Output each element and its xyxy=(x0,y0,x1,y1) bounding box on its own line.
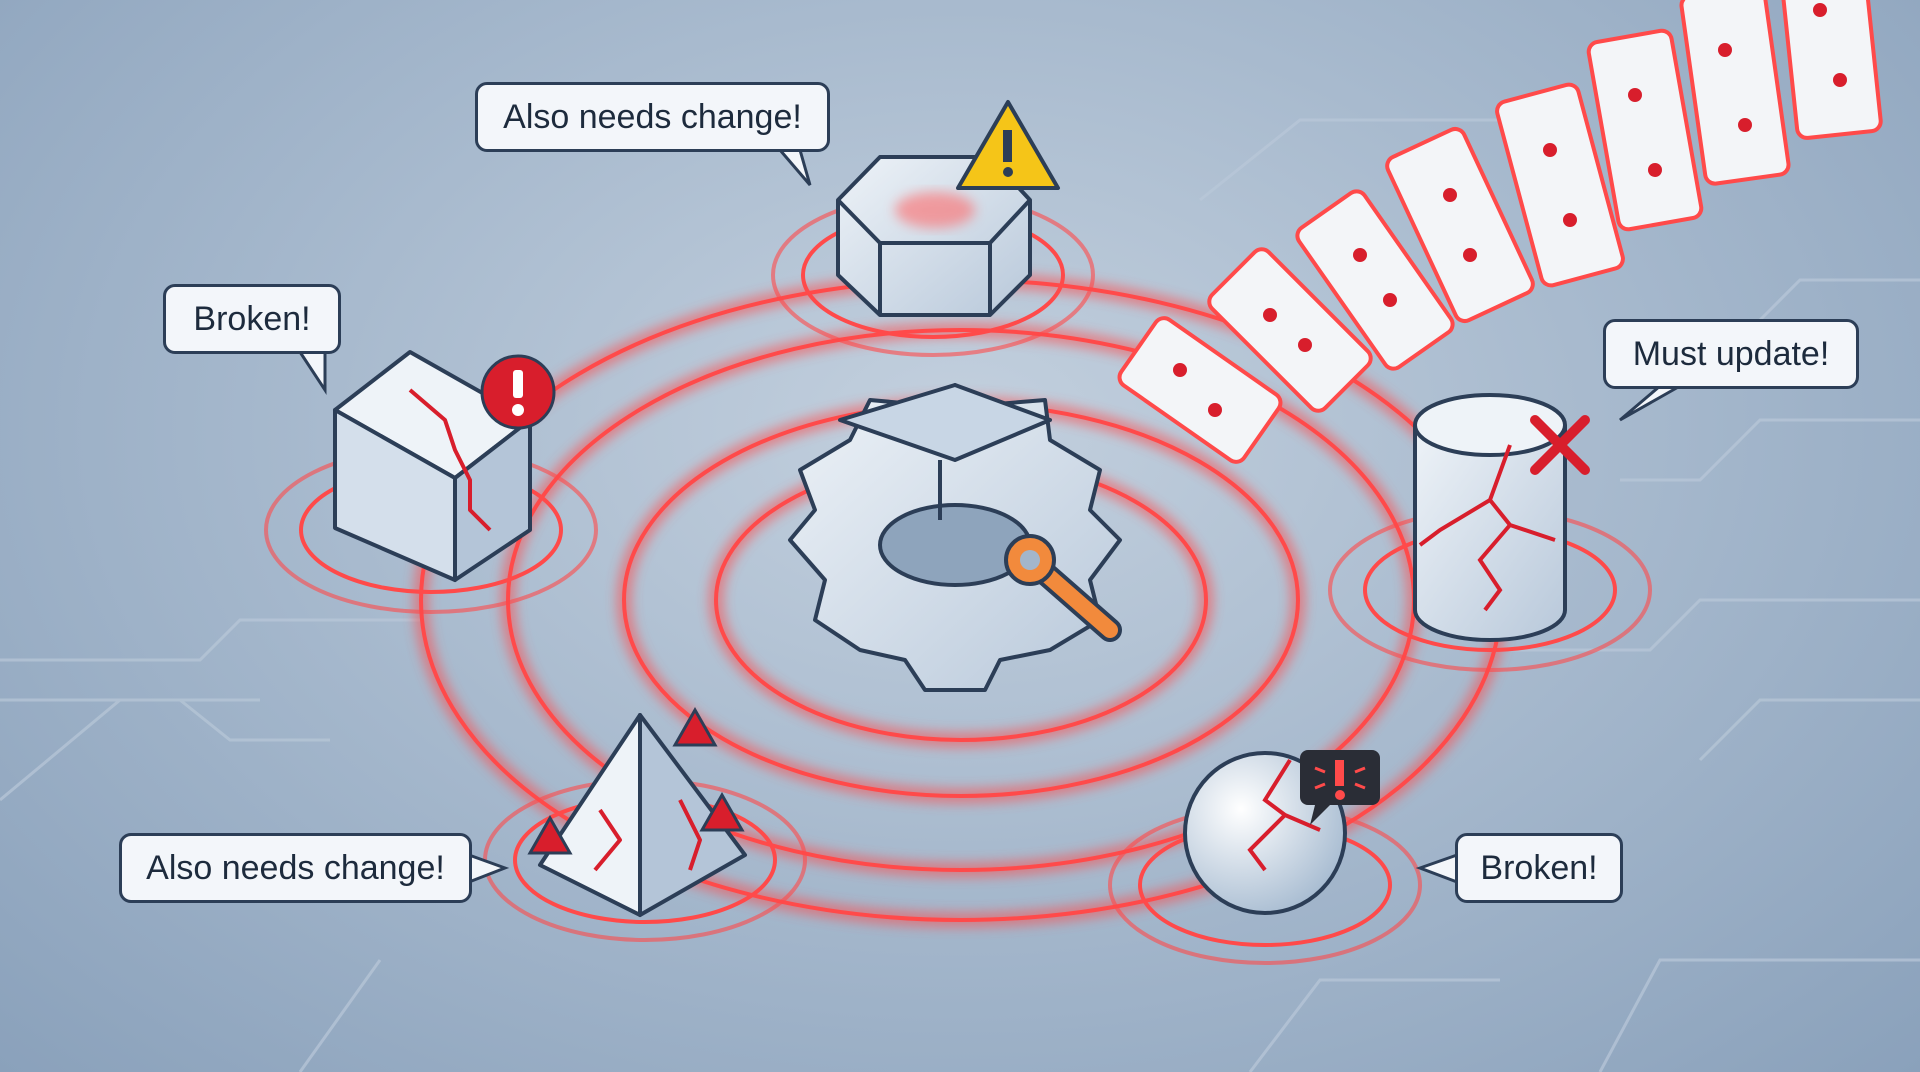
warning-icon xyxy=(956,100,1060,190)
bubble-text: Also needs change! xyxy=(146,848,445,887)
alarm-message-icon xyxy=(1300,750,1380,825)
speech-bubble-bottom-right: Broken! xyxy=(1455,833,1623,903)
domino xyxy=(1117,316,1283,464)
circuit-traces xyxy=(0,118,1920,1072)
wrench-icon xyxy=(1004,534,1122,642)
falling-dominoes xyxy=(1117,0,1883,464)
bubble-text: Must update! xyxy=(1632,334,1830,373)
bubble-text: Also needs change! xyxy=(503,97,802,136)
domino xyxy=(1679,0,1791,186)
cracked-cylinder xyxy=(1413,393,1567,642)
broken-x-icon xyxy=(1530,415,1590,475)
domino xyxy=(1207,247,1373,413)
bubble-text: Broken! xyxy=(1480,848,1598,887)
hexagon-prism xyxy=(836,155,1032,317)
domino xyxy=(1495,82,1625,288)
speech-bubble-right: Must update! xyxy=(1603,319,1859,389)
speech-bubble-left: Broken! xyxy=(163,284,341,354)
cracked-pyramid xyxy=(538,713,747,917)
bubble-text: Broken! xyxy=(193,299,311,338)
domino xyxy=(1385,126,1535,324)
alert-icon xyxy=(480,354,556,430)
gear-with-wrench xyxy=(788,383,1122,692)
warning-icon xyxy=(527,706,745,855)
speech-bubble-top: Also needs change! xyxy=(475,82,830,152)
speech-bubble-bottom-left: Also needs change! xyxy=(119,833,472,903)
domino xyxy=(1777,0,1883,140)
domino xyxy=(1586,28,1704,232)
bubble-tails xyxy=(298,149,1681,884)
domino xyxy=(1295,189,1455,371)
cracked-cube xyxy=(333,350,532,582)
